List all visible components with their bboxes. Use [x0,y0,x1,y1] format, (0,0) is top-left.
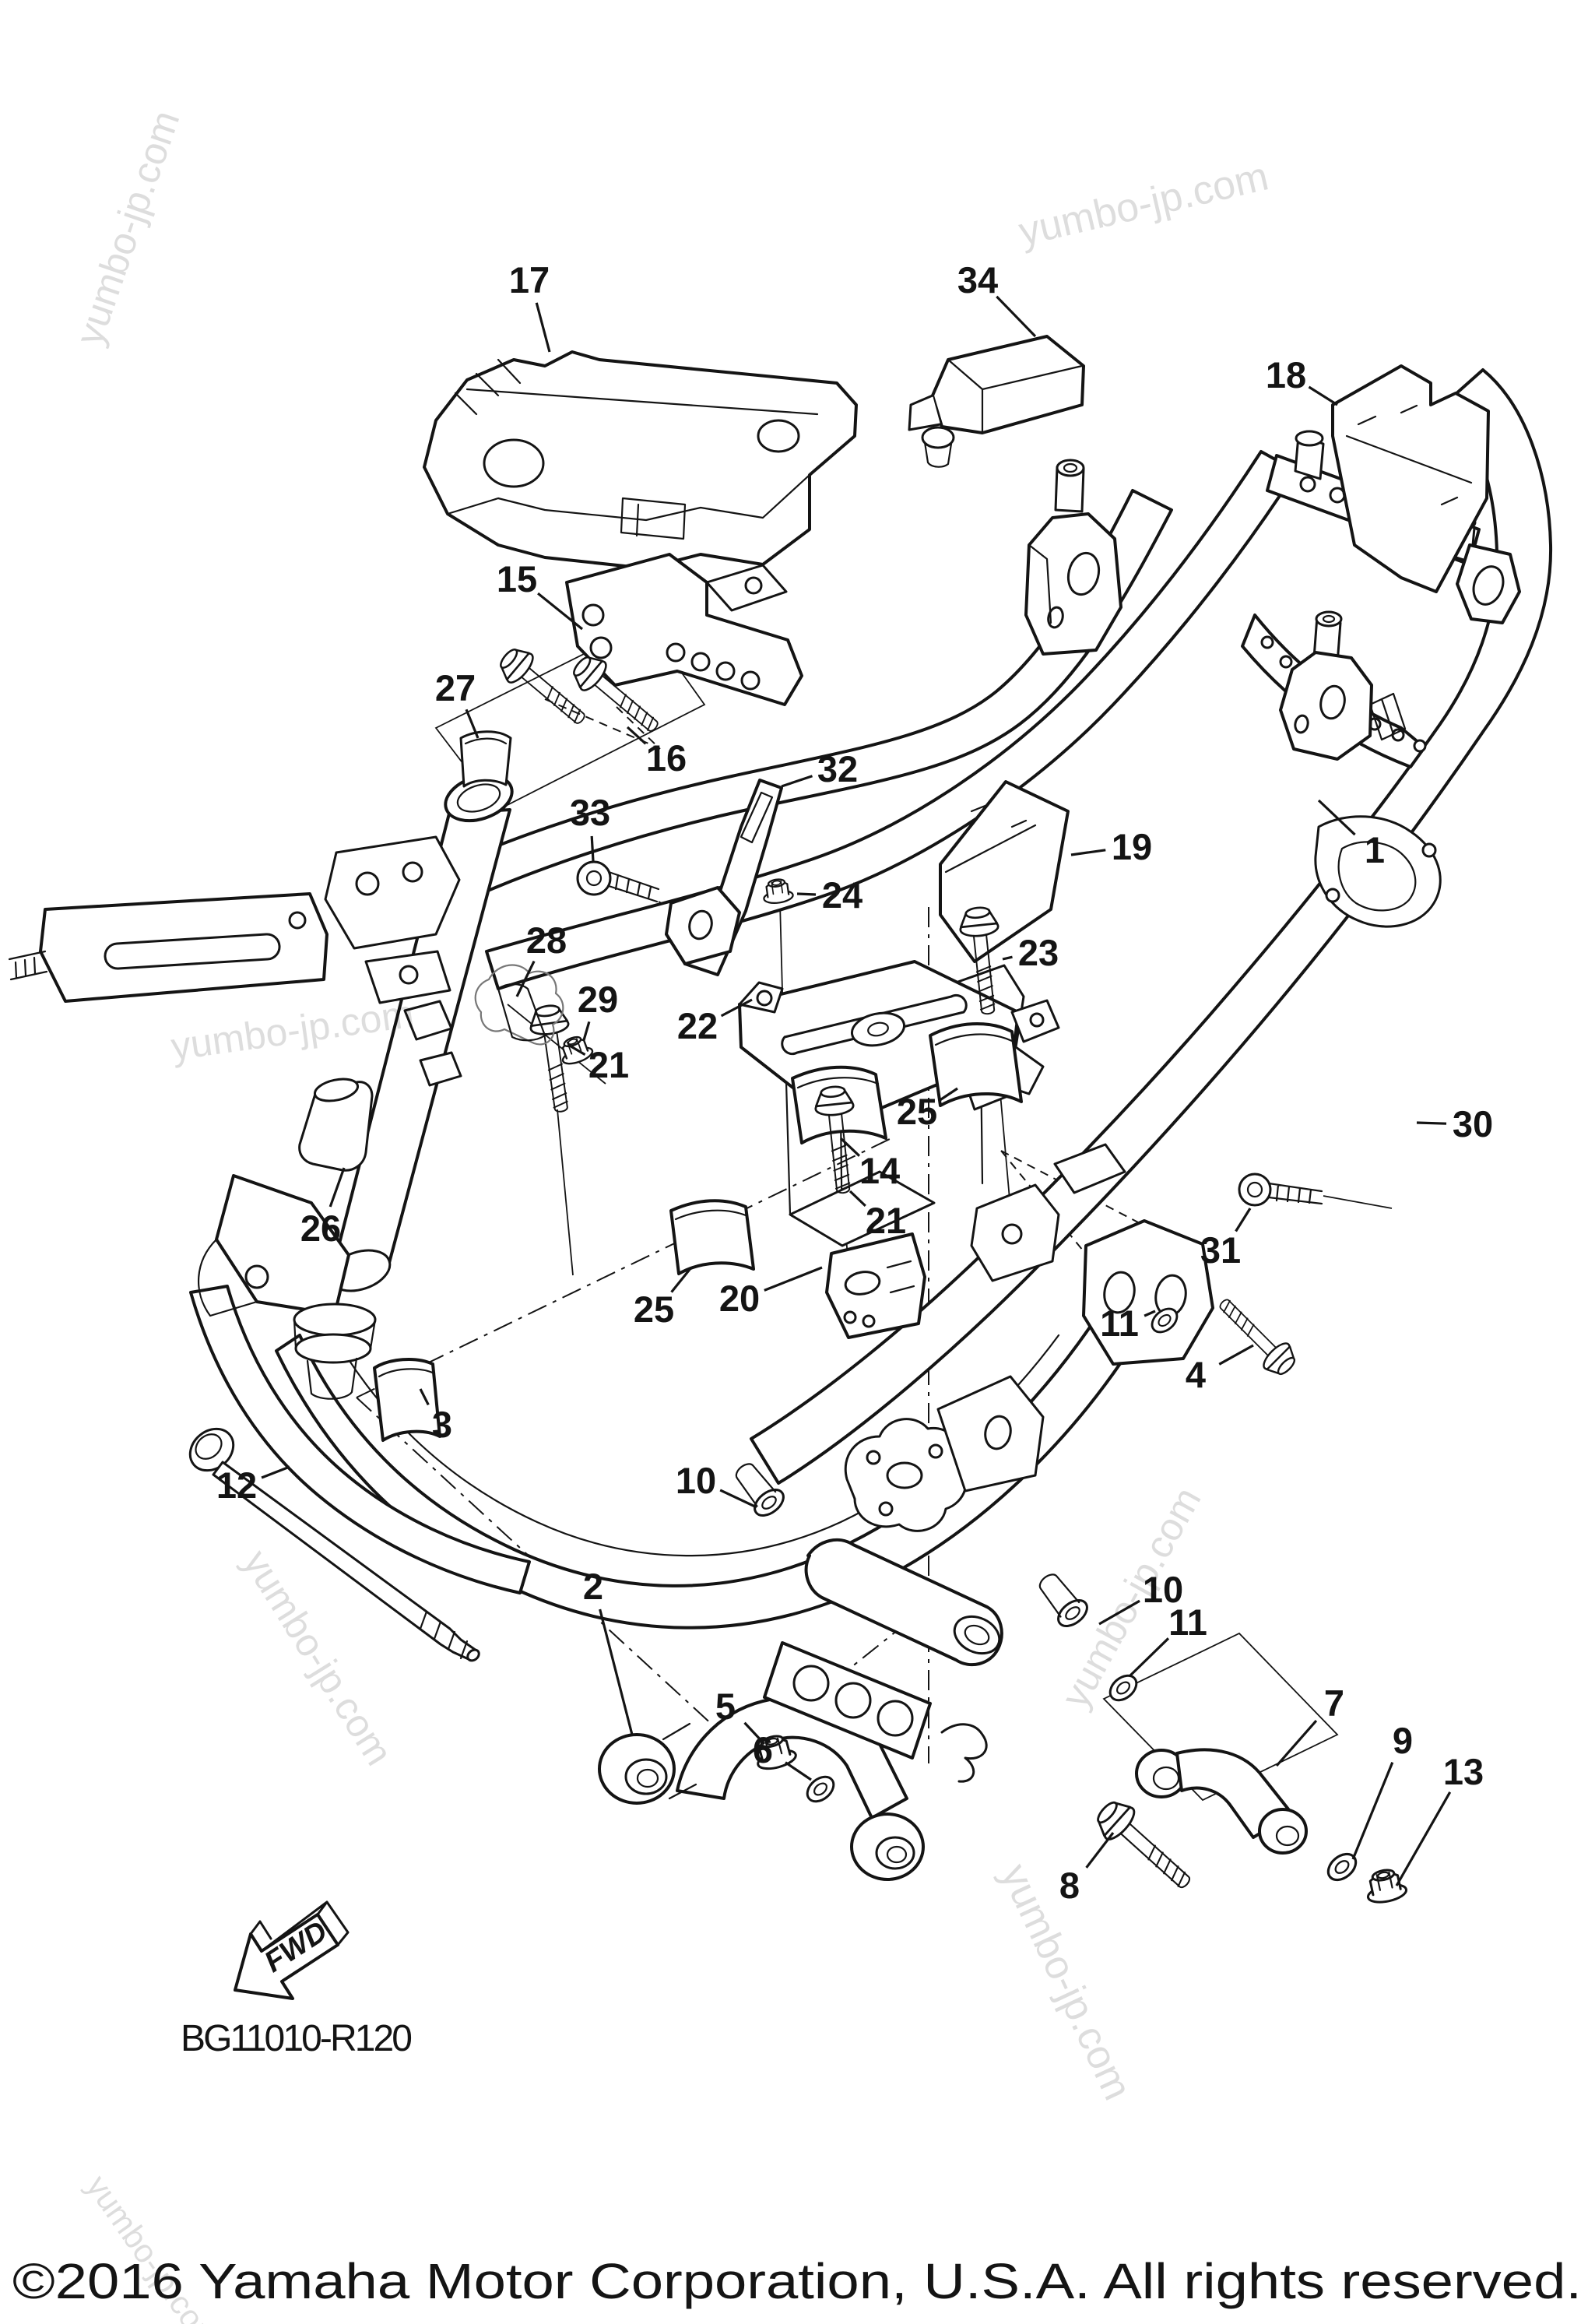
callout-17: 17 [509,259,550,301]
callout-leader-29 [582,1021,591,1041]
callout-leader-28 [515,960,536,997]
callout-11: 11 [1168,1601,1207,1643]
callout-14: 14 [859,1150,900,1191]
callout-leader-4 [1218,1344,1254,1366]
callout-2: 2 [583,1566,603,1607]
callout-leader-24 [796,892,817,896]
callout-11: 11 [1100,1303,1139,1344]
callout-30: 30 [1453,1103,1493,1144]
callout-33: 33 [570,792,610,833]
callout-24: 24 [822,874,862,916]
callout-leader-14 [839,1137,861,1157]
callout-32: 32 [817,748,858,789]
callout-leader-19 [1070,849,1106,856]
callout-leader-6 [785,1761,812,1781]
callout-28: 28 [526,919,567,961]
callout-16: 16 [646,737,687,779]
callout-27: 27 [435,667,476,708]
callout-leader-16 [626,726,647,745]
callout-25: 25 [634,1289,674,1330]
callout-29: 29 [578,979,618,1020]
copyright-text: ©2016 Yamaha Motor Corporation, U.S.A. A… [12,2253,1582,2309]
callout-leader-27 [465,708,480,739]
callout-21: 21 [588,1044,629,1085]
callout-5: 5 [715,1686,736,1727]
callout-leader-13 [1395,1791,1452,1886]
callout-34: 34 [957,259,998,301]
callout-19: 19 [1112,826,1152,867]
watermark-text: yumbo-jp.com [168,992,416,1069]
callout-leader-25 [939,1087,958,1102]
fwd-arrow: FWD [234,1900,350,2000]
link7-art [1135,1748,1308,1855]
callout-7: 7 [1324,1682,1344,1724]
callout-leader-17 [535,302,551,353]
callout-6: 6 [753,1729,773,1770]
callout-21: 21 [866,1200,906,1241]
callout-leader-22 [720,998,753,1018]
callout-25: 25 [897,1091,937,1132]
callout-leader-21 [848,1190,866,1208]
callout-leader-11 [1129,1637,1170,1677]
callout-leader-3 [419,1388,430,1406]
callout-leader-23 [1002,955,1013,961]
callout-leader-20 [764,1266,823,1292]
steering-column-art [8,773,514,1400]
callout-31: 31 [1200,1229,1241,1271]
platform-art [669,960,1060,1532]
callout-leader-21 [567,1043,586,1056]
diagram-code: BG11010-R120 [181,2018,413,2059]
callout-13: 13 [1443,1751,1484,1792]
callout-10: 10 [1143,1569,1183,1610]
callout-23: 23 [1018,932,1059,973]
callout-leader-10 [1098,1599,1140,1626]
callout-leader-26 [328,1167,346,1208]
callout-leader-15 [537,592,584,631]
callout-4: 4 [1186,1354,1206,1395]
callout-leader-2 [599,1609,634,1735]
fasteners-art [474,641,1410,1907]
callout-15: 15 [497,558,537,599]
callout-1: 1 [1365,829,1385,870]
callout-20: 20 [719,1278,760,1319]
callout-leader-25 [670,1266,693,1293]
callout-leader-9 [1351,1762,1394,1860]
callout-leader-10 [719,1489,757,1509]
callout-leader-8 [1085,1832,1115,1869]
callout-22: 22 [677,1005,718,1046]
link-assembly-art [598,1538,1003,1881]
callout-leader-32 [781,775,813,788]
callout-18: 18 [1266,354,1306,396]
callout-leader-33 [590,835,595,862]
damper-and-pivot-bolt-art [188,1358,480,1662]
callout-leader-31 [1235,1208,1252,1232]
watermark-text: yumbo-jp.com [67,105,188,350]
callout-12: 12 [216,1464,257,1506]
top-parts-art [423,335,1490,593]
callout-3: 3 [432,1404,452,1445]
callout-10: 10 [676,1460,716,1501]
callout-leader-5 [743,1721,766,1746]
callout-leader-1 [1317,799,1356,836]
callout-leader-11 [1144,1310,1156,1317]
callout-9: 9 [1393,1720,1413,1761]
callout-leader-34 [996,295,1037,338]
callout-26: 26 [300,1208,341,1249]
watermark-text: yumbo-jp.com [1015,153,1273,255]
callout-leader-18 [1308,385,1338,406]
callout-leader-7 [1275,1719,1318,1767]
callout-8: 8 [1059,1865,1080,1906]
callout-leader-12 [261,1465,290,1479]
